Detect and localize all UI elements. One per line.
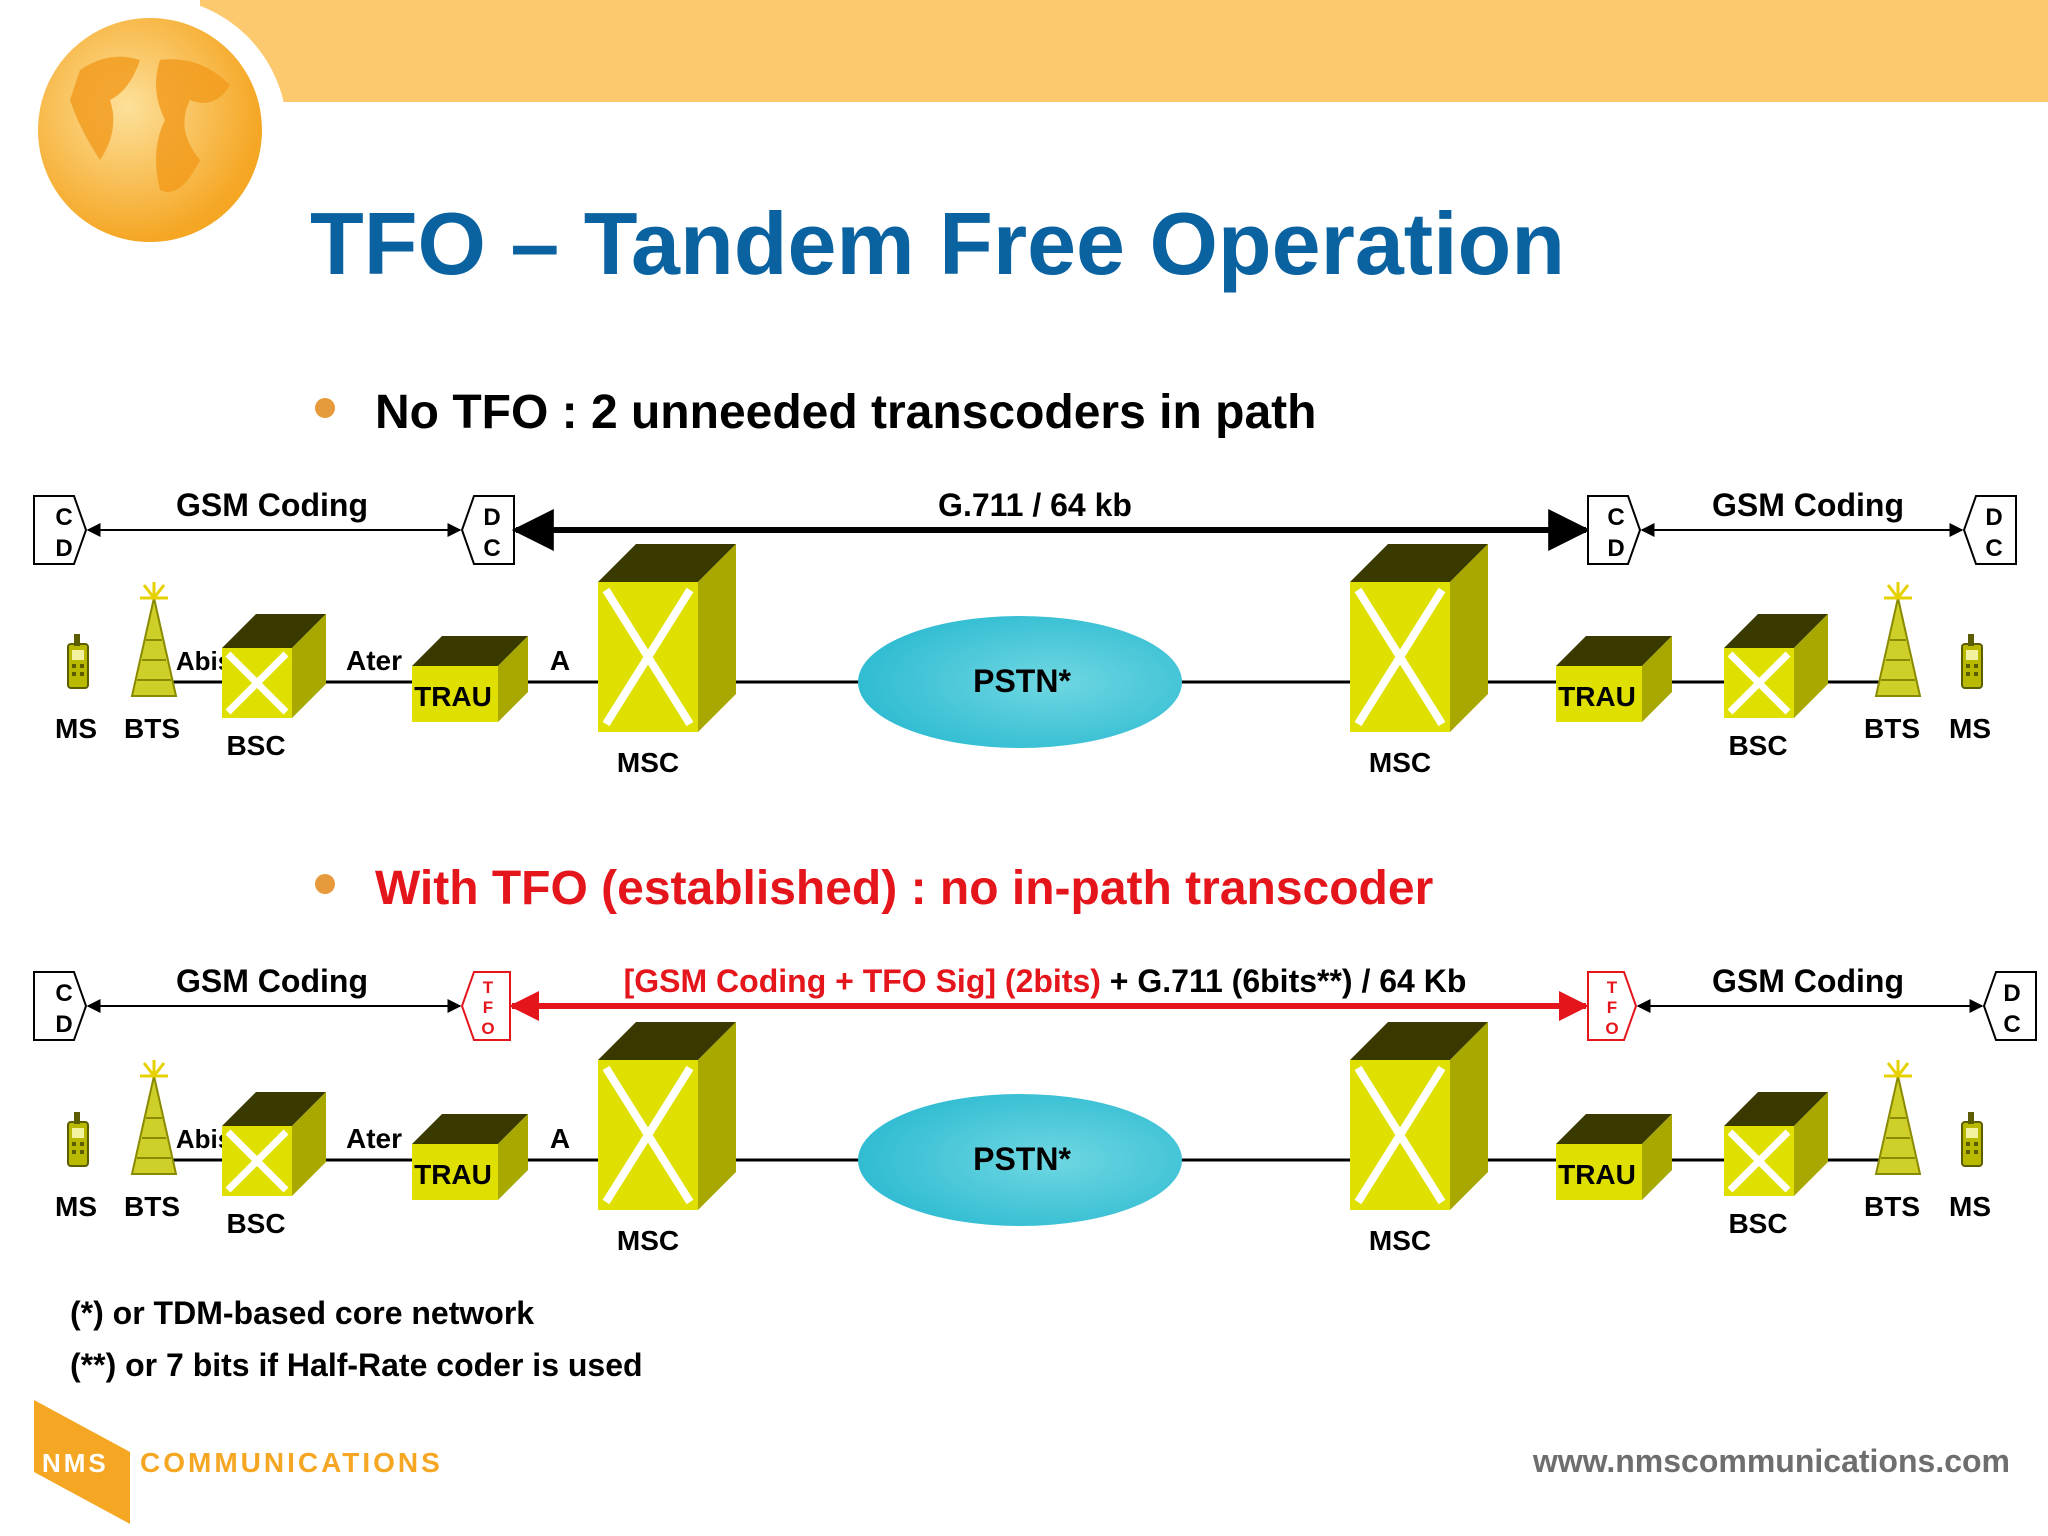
codec-letter: D <box>1607 535 1624 562</box>
pstn-cloud <box>858 616 1182 748</box>
tfo-letter: T <box>483 978 494 997</box>
gsm-coding-label-left: GSM Coding <box>176 963 368 999</box>
pstn-label: PSTN* <box>973 1141 1071 1177</box>
bsc-cube-icon <box>1724 614 1828 718</box>
trau-label: TRAU <box>414 1159 492 1190</box>
ater-label: Ater <box>346 645 402 676</box>
gsm-coding-label-right: GSM Coding <box>1712 963 1904 999</box>
msc-switch-icon <box>598 544 736 732</box>
bsc-label: BSC <box>226 730 285 761</box>
bsc-cube-icon <box>222 1092 326 1196</box>
tfo-sig-label: [GSM Coding + TFO Sig] (2bits) <box>624 963 1101 999</box>
bts-tower-icon <box>1874 1058 1922 1176</box>
bullet-text-1: No TFO : 2 unneeded transcoders in path <box>375 386 1316 439</box>
msc-label: MSC <box>617 747 679 778</box>
ater-label: Ater <box>346 1123 402 1154</box>
bullet-text-2: With TFO (established) : no in-path tran… <box>375 862 1433 915</box>
trau-label: TRAU <box>1558 1159 1636 1190</box>
bullet-dot-1 <box>315 398 335 418</box>
bsc-label: BSC <box>226 1208 285 1239</box>
codec-letter: C <box>483 535 500 562</box>
gsm-coding-label-right: GSM Coding <box>1712 487 1904 523</box>
tfo-middle-label: [GSM Coding + TFO Sig] (2bits) + G.711 (… <box>624 963 1467 999</box>
bts-tower-icon <box>130 1058 178 1176</box>
bts-label: BTS <box>1864 713 1920 744</box>
page-title: TFO – Tandem Free Operation <box>310 194 1565 293</box>
codec-letter: C <box>1985 535 2002 562</box>
ms-label: MS <box>1949 1191 1991 1222</box>
website-url[interactable]: www.nmscommunications.com <box>1532 1443 2010 1479</box>
globe-icon <box>17 0 287 267</box>
trau-label: TRAU <box>414 681 492 712</box>
section-no-tfo: C D GSM Coding D C G.711 / 64 kb C D GSM… <box>33 487 2017 778</box>
codec-letter: D <box>55 1011 72 1038</box>
codec-letter: D <box>2003 980 2020 1007</box>
bsc-label: BSC <box>1728 1208 1787 1239</box>
tfo-letter: F <box>1607 998 1617 1017</box>
logo-communications-text: COMMUNICATIONS <box>140 1447 443 1478</box>
a-interface-label: A <box>550 1123 570 1154</box>
msc-switch-icon <box>598 1022 736 1210</box>
logo-nms-text: NMS <box>42 1448 109 1478</box>
codec-letter: C <box>55 504 72 531</box>
pstn-cloud <box>858 1094 1182 1226</box>
tfo-letter: O <box>481 1019 494 1038</box>
msc-label: MSC <box>1369 1225 1431 1256</box>
section-with-tfo: C D GSM Coding T F O [GSM Coding + TFO S… <box>33 963 2037 1256</box>
ms-phone-icon <box>67 1111 89 1167</box>
ms-phone-icon <box>67 633 89 689</box>
bts-tower-icon <box>1874 580 1922 698</box>
tfo-letter: T <box>1607 978 1618 997</box>
codec-letter: C <box>55 980 72 1007</box>
pstn-label: PSTN* <box>973 663 1071 699</box>
a-interface-label: A <box>550 645 570 676</box>
codec-letter: C <box>2003 1011 2020 1038</box>
bsc-label: BSC <box>1728 730 1787 761</box>
msc-label: MSC <box>1369 747 1431 778</box>
footnote-1: (*) or TDM-based core network <box>70 1295 534 1331</box>
ms-phone-icon <box>1961 1111 1983 1167</box>
codec-letter: C <box>1607 504 1624 531</box>
header-banner <box>200 0 2048 102</box>
msc-switch-icon <box>1350 544 1488 732</box>
bts-tower-icon <box>130 580 178 698</box>
bts-label: BTS <box>124 713 180 744</box>
ms-label: MS <box>55 1191 97 1222</box>
bts-label: BTS <box>124 1191 180 1222</box>
codec-letter: D <box>1985 504 2002 531</box>
gsm-coding-label-left: GSM Coding <box>176 487 368 523</box>
g711-6bit-label: + G.711 (6bits**) / 64 Kb <box>1101 963 1466 999</box>
trau-label: TRAU <box>1558 681 1636 712</box>
nms-logo: NMS COMMUNICATIONS <box>34 1400 443 1524</box>
g711-label: G.711 / 64 kb <box>938 487 1132 523</box>
codec-letter: D <box>55 535 72 562</box>
msc-label: MSC <box>617 1225 679 1256</box>
bsc-cube-icon <box>222 614 326 718</box>
footnote-2: (**) or 7 bits if Half-Rate coder is use… <box>70 1347 643 1383</box>
ms-phone-icon <box>1961 633 1983 689</box>
codec-letter: D <box>483 504 500 531</box>
tfo-letter: O <box>1605 1019 1618 1038</box>
bullet-dot-2 <box>315 874 335 894</box>
msc-switch-icon <box>1350 1022 1488 1210</box>
bsc-cube-icon <box>1724 1092 1828 1196</box>
ms-label: MS <box>55 713 97 744</box>
tfo-letter: F <box>483 998 493 1017</box>
ms-label: MS <box>1949 713 1991 744</box>
bts-label: BTS <box>1864 1191 1920 1222</box>
